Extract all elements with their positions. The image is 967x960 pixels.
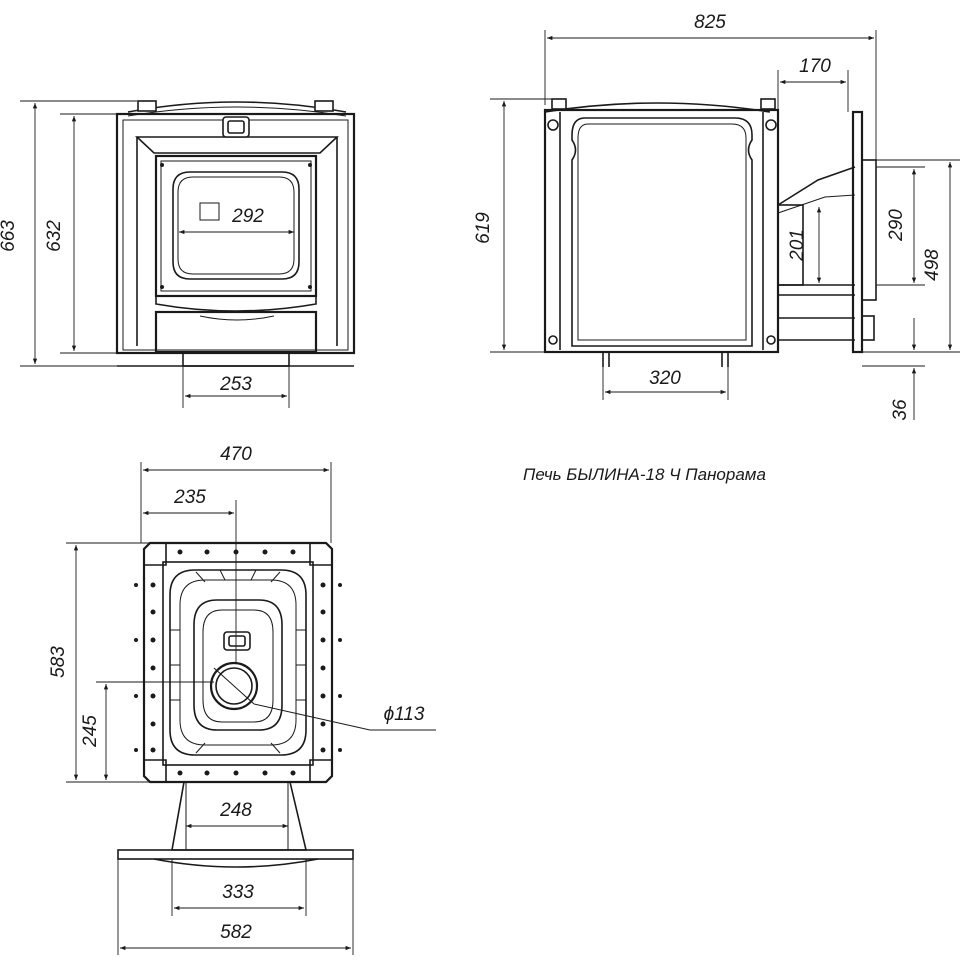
dim-front-body-height: 632 [44,220,65,252]
dim-side-lattice-width: 320 [649,368,681,389]
dim-top-length: 583 [48,646,69,678]
dim-top-half-width: 235 [173,487,206,508]
side-view [543,98,877,367]
dim-side-door-height: 290 [886,209,907,242]
dim-side-depth: 825 [694,12,726,33]
front-dimensions: 663 632 292 253 [0,100,294,408]
front-view [115,100,356,367]
dim-top-width: 470 [220,444,252,465]
side-dimensions: 825 170 619 320 201 290 498 36 [473,12,960,421]
dim-top-tunnel-width: 248 [219,800,252,821]
top-dimensions: 470 235 583 245 ϕ113 248 333 582 [48,444,425,955]
dim-front-chimney: 253 [219,374,252,395]
dim-top-flue-offset: 245 [80,715,101,748]
dim-front-total-height: 663 [0,220,19,252]
dim-side-door-opening: 201 [787,229,808,262]
dim-side-height: 619 [473,212,494,244]
dim-side-tunnel-height: 498 [922,249,943,281]
top-view [117,541,436,868]
dim-top-frame-inner: 333 [222,882,254,903]
dim-side-tunnel: 170 [799,56,831,77]
dim-front-glass: 292 [231,206,264,227]
rivets [134,549,342,776]
dim-top-flue-diameter: ϕ113 [384,704,425,725]
drawing-title: Печь БЫЛИНА-18 Ч Панорама [523,465,766,484]
dim-top-frame-outer: 582 [220,922,252,943]
dim-side-base: 36 [890,399,911,421]
